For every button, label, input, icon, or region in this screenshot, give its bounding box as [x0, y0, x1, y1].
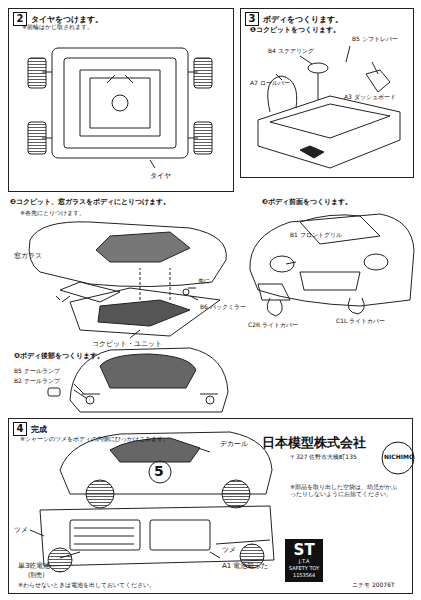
step-title: 完成 [31, 424, 47, 435]
step-panel: 2タイヤをつけます。 [8, 8, 234, 192]
cockpit-parts [258, 46, 400, 168]
part-label: デカール [220, 440, 248, 448]
mark-text: ST [294, 542, 315, 558]
part-label: ※わらせないときは電池を出しておいてください。 [18, 582, 155, 589]
part-label: B1 フロントグリル [290, 232, 342, 239]
part-label: C1L ライトカバー [336, 318, 385, 325]
part-label: ツメ [14, 526, 28, 534]
part-label: 日本模型株式会社 [262, 436, 366, 451]
part-label: ※各先にとりつけます。 [20, 210, 85, 217]
part-label: ❸ボディ前面をつくります。 [262, 198, 352, 206]
front-body [250, 214, 414, 316]
part-label: 〒327 佐野市大橋町135 [290, 454, 357, 461]
body-assembly [29, 222, 226, 338]
step-number: 4 [13, 422, 27, 436]
part-label: ❶コクピットをつくります。 [250, 26, 340, 34]
part-label: ※前輪はかじ取されます。 [22, 24, 93, 31]
part-label: 単3乾電池 [18, 562, 50, 570]
chassis-top [28, 48, 212, 168]
part-label: 窓ガラス [14, 252, 42, 260]
part-label: 先に [198, 278, 210, 285]
part-label: ニチモ 20076T [352, 582, 395, 589]
safety-mark: STJ.T.ASAFETY TOY1153564 [285, 539, 323, 582]
part-label: ※シャーシのツメをボディの内側にひっかけこみます。 [20, 436, 169, 443]
part-label: B6 バックミラー [200, 304, 246, 311]
logo-ring [382, 442, 414, 474]
part-label: B5 テールランプ [14, 368, 60, 375]
part-label: ※部品を取り出した空袋は、幼児がかぶったりしないようにお捨てください。 [290, 484, 402, 498]
mark-text: 1153564 [293, 572, 315, 579]
part-label: B5 シフトレバー [352, 36, 398, 43]
part-label: B4 ステアリング [268, 48, 314, 55]
part-label: (別売) [28, 572, 45, 579]
part-label: NICHIMO [384, 454, 414, 461]
part-label: C2R ライトカバー [248, 322, 298, 329]
mark-text: J.T.A [299, 558, 310, 565]
completed-car [30, 432, 274, 572]
step-number: 3 [245, 12, 259, 26]
step-title: ボディをつくります。 [263, 14, 343, 25]
part-label: B2 テールランプ [14, 378, 60, 385]
part-label: A3 ダッシュボード [344, 94, 396, 101]
part-label: A1 電池箱ふた [222, 562, 268, 570]
part-label: ツメ [222, 546, 236, 554]
mark-text: SAFETY TOY [289, 565, 319, 572]
part-label: ❷コクピット、窓ガラスをボディにとりつけます。 [10, 198, 170, 206]
step-title: タイヤをつけます。 [31, 14, 103, 25]
part-label: コクピット・ユニット [92, 340, 162, 348]
part-label: 5 [154, 463, 164, 479]
part-label: ❹ボディ後部をつくります。 [14, 352, 104, 360]
part-label: タイヤ [150, 172, 171, 180]
part-label: A7 ロールバー [250, 80, 290, 87]
